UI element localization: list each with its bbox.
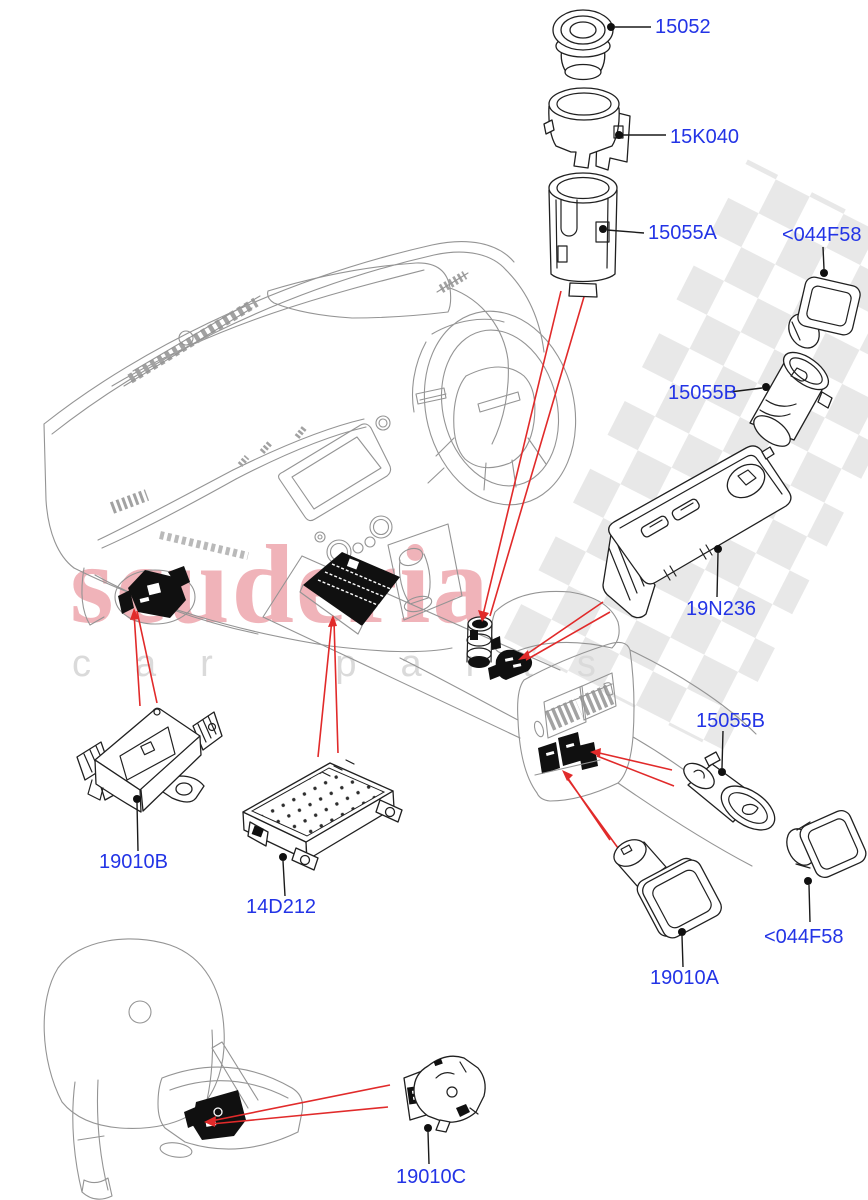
part-044F58-lower-cap [786,809,867,879]
label-leader-lines [133,23,828,1165]
locator-arrowheads [130,608,601,1127]
part-15055B-lower-socket [683,751,776,831]
part-044F58-upper-cap [788,276,861,349]
headrest-illustration [43,938,304,1200]
part-14D212-connector-board [242,759,403,871]
part-15055A-socket-housing [548,172,618,298]
part-labels: 15052 15K040 15055A <044F58 15055B 19N23… [99,16,862,1188]
part-label-19N236[interactable]: 19N236 [686,598,756,620]
part-19N236-usb-panel [602,445,792,619]
part-19010B-control-module [76,707,223,813]
part-label-15K040[interactable]: 15K040 [670,126,739,148]
locator-lines [133,289,675,1125]
part-label-15055B-lower[interactable]: 15055B [696,710,765,732]
part-label-15055B-upper[interactable]: 15055B [668,382,737,404]
part-label-19010C[interactable]: 19010C [396,1166,466,1188]
part-15052-lighter-plug [552,9,614,81]
part-label-044F58-lower[interactable]: <044F58 [764,926,844,948]
part-15055B-upper-socket [749,351,833,447]
part-label-14D212[interactable]: 14D212 [246,896,316,918]
part-label-15052[interactable]: 15052 [655,16,711,38]
part-label-19010A[interactable]: 19010A [650,967,720,989]
part-label-044F58-upper[interactable]: <044F58 [782,224,862,246]
part-label-15055A[interactable]: 15055A [648,222,718,244]
part-19010C-usb-module [403,1055,486,1133]
part-15K040-housing-bracket [543,87,631,171]
part-19010A-usb-module [613,839,722,939]
part-label-19010B[interactable]: 19010B [99,851,168,873]
